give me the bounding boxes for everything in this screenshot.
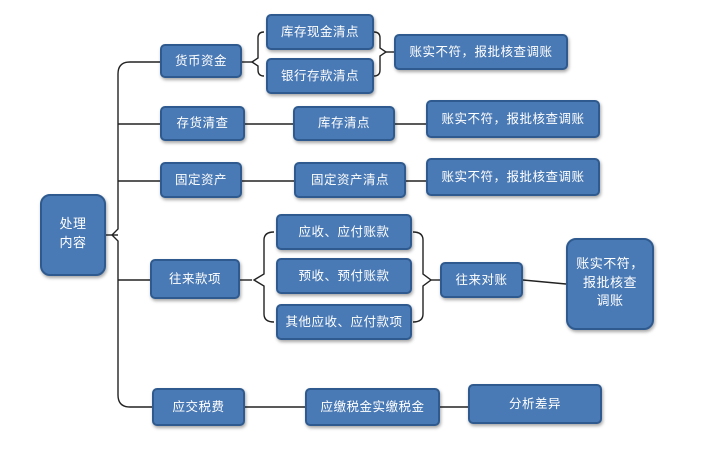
- step-receivables-1-node: 应收、应付账款: [276, 214, 412, 250]
- step-fixed-count-node: 固定资产清点: [294, 162, 406, 198]
- root-node: 处理 内容: [40, 194, 106, 276]
- category-fixed-node: 固定资产: [160, 162, 242, 198]
- outcome-cash-node: 账实不符，报批核查调账: [394, 34, 568, 70]
- step-reconcile-node: 往来对账: [440, 262, 523, 298]
- category-tax-node: 应交税费: [152, 388, 245, 426]
- step-receivables-2-node: 预收、预付账款: [276, 258, 412, 294]
- step-tax-payment-node: 应缴税金实缴税金: [305, 388, 440, 426]
- step-cash-count-node: 库存现金清点: [266, 14, 374, 50]
- step-bank-count-node: 银行存款清点: [266, 58, 374, 94]
- outcome-fixed-node: 账实不符，报批核查调账: [426, 158, 600, 196]
- category-cash-node: 货币资金: [160, 44, 242, 78]
- step-inventory-count-node: 库存清点: [293, 106, 395, 141]
- category-inventory-node: 存货清查: [160, 106, 245, 141]
- outcome-tax-node: 分析差异: [468, 384, 602, 424]
- outcome-receivables-node: 账实不符， 报批核查 调账: [566, 238, 654, 330]
- category-receivables-node: 往来款项: [150, 259, 240, 299]
- step-receivables-3-node: 其他应收、应付款项: [276, 304, 412, 340]
- outcome-inventory-node: 账实不符，报批核查调账: [426, 100, 600, 138]
